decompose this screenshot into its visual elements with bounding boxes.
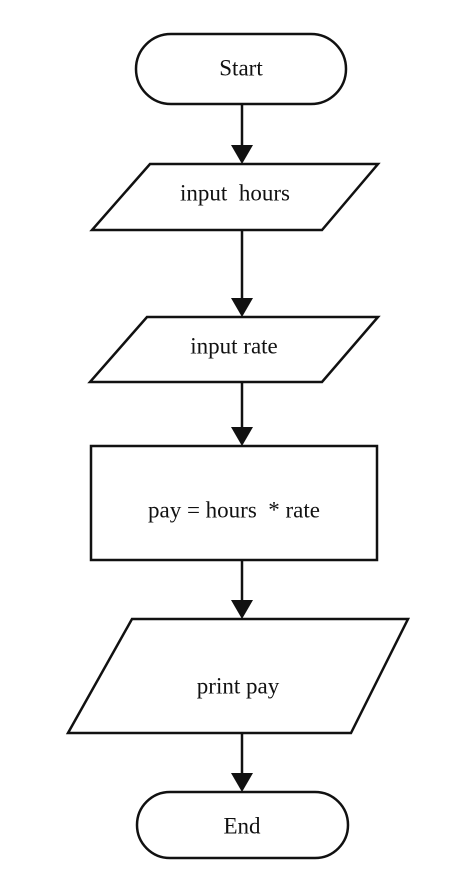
connector-input-hours-to-input-rate bbox=[231, 230, 253, 317]
end-terminal-shape bbox=[135, 790, 350, 860]
input-rate-label: input rate bbox=[190, 333, 278, 358]
connector-compute-pay-to-print-pay bbox=[231, 560, 253, 619]
input-hours-node: input hours bbox=[89, 162, 381, 232]
arrowhead-icon bbox=[231, 427, 253, 446]
end-label: End bbox=[223, 813, 261, 838]
arrowhead-icon bbox=[231, 298, 253, 317]
input-hours-parallelogram bbox=[89, 162, 381, 232]
compute-pay-label: pay = hours * rate bbox=[148, 497, 320, 522]
connector-start-to-input-hours bbox=[231, 104, 253, 164]
connector-print-pay-to-end bbox=[231, 733, 253, 792]
arrowhead-icon bbox=[231, 773, 253, 792]
compute-pay-process-box bbox=[89, 444, 379, 562]
input-rate-parallelogram bbox=[87, 315, 381, 384]
print-pay-label: print pay bbox=[197, 673, 280, 698]
start-terminal-shape bbox=[134, 32, 348, 106]
connector-input-rate-to-compute-pay bbox=[231, 382, 253, 446]
print-pay-parallelogram bbox=[65, 617, 411, 735]
input-rate-node: input rate bbox=[87, 315, 381, 384]
start-node: Start bbox=[134, 32, 348, 106]
compute-pay-node: pay = hours * rate bbox=[89, 444, 379, 562]
arrowhead-icon bbox=[231, 145, 253, 164]
print-pay-node: print pay bbox=[65, 617, 411, 735]
input-hours-label: input hours bbox=[180, 180, 290, 205]
start-label: Start bbox=[219, 55, 263, 80]
arrowhead-icon bbox=[231, 600, 253, 619]
end-node: End bbox=[135, 790, 350, 860]
